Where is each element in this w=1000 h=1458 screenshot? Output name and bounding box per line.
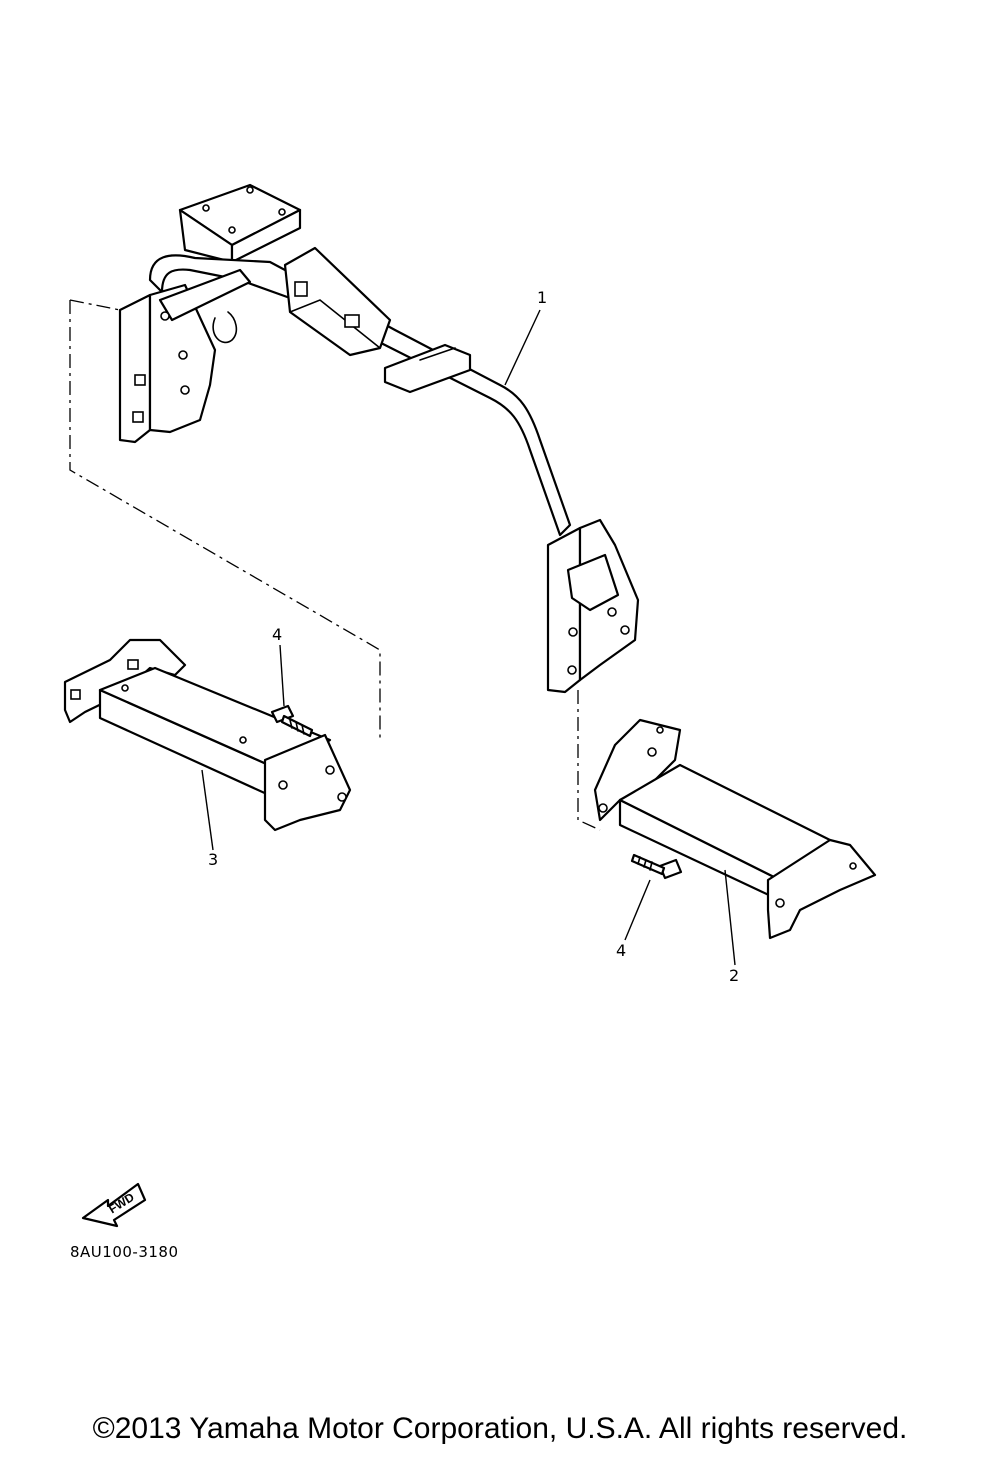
callout-part-2: 2 <box>729 966 740 985</box>
callout-leader-lines <box>201 309 736 966</box>
callout-part-4-right: 4 <box>616 941 627 960</box>
drawing-code: 8AU100-3180 <box>70 1243 179 1261</box>
part-1-upper-bracket-assembly <box>118 183 640 694</box>
callout-part-3: 3 <box>208 850 219 869</box>
part-4-bolt-right <box>630 853 683 880</box>
assembly-guide-lines <box>69 299 601 831</box>
fwd-direction-arrow-icon: FWD <box>81 1182 147 1228</box>
callout-part-4-left: 4 <box>272 625 283 644</box>
part-4-bolt-left <box>270 704 314 738</box>
callout-part-1: 1 <box>537 288 548 307</box>
copyright-notice: ©2013 Yamaha Motor Corporation, U.S.A. A… <box>92 1412 908 1445</box>
part-3-left-lower-bracket <box>63 638 352 832</box>
part-2-right-lower-bracket <box>593 718 877 940</box>
